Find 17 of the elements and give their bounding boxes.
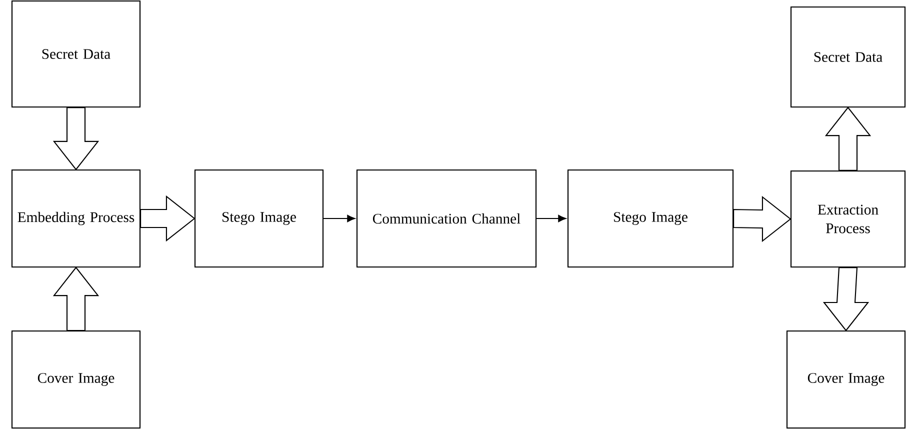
process-box: Stego Image [567, 169, 734, 268]
arrow [324, 214, 356, 222]
block-arrow [52, 107, 100, 170]
arrow [536, 214, 566, 222]
process-box: Cover Image [786, 330, 906, 429]
block-arrow [822, 267, 870, 332]
block-arrow [733, 196, 792, 242]
process-box: Extraction Process [790, 170, 906, 268]
process-box: Communication Channel [356, 169, 537, 268]
process-box: Secret Data [790, 6, 906, 108]
process-box: Secret Data [11, 0, 141, 108]
process-box: Stego Image [194, 169, 324, 268]
block-arrow [140, 195, 196, 242]
block-arrow [824, 106, 872, 171]
process-box: Cover Image [11, 330, 141, 429]
process-box: Embedding Process [11, 169, 141, 268]
block-arrow [52, 266, 100, 331]
